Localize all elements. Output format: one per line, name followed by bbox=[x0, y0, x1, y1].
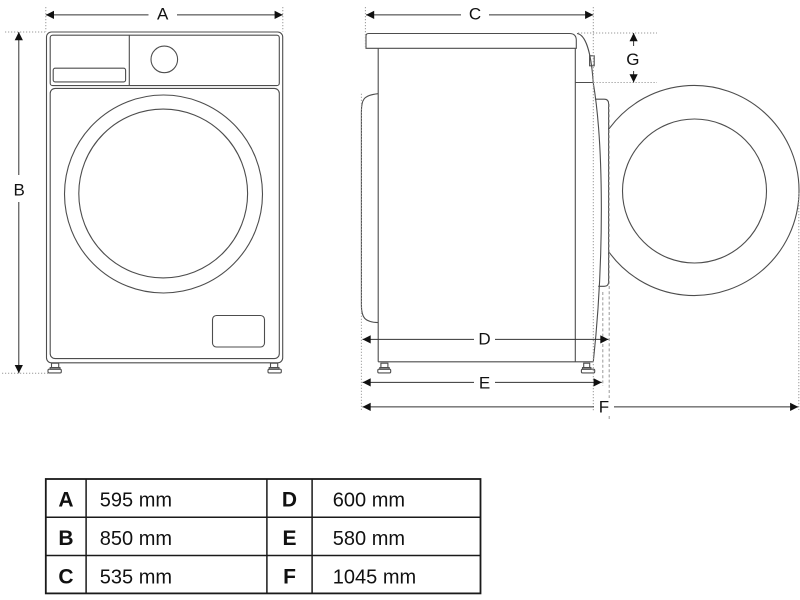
svg-text:A: A bbox=[157, 5, 169, 24]
svg-text:D: D bbox=[478, 330, 490, 349]
svg-text:E: E bbox=[479, 373, 490, 392]
svg-text:580 mm: 580 mm bbox=[333, 528, 405, 550]
svg-text:595 mm: 595 mm bbox=[100, 490, 172, 512]
svg-text:1045 mm: 1045 mm bbox=[333, 566, 416, 588]
svg-text:850 mm: 850 mm bbox=[100, 528, 172, 550]
svg-text:C: C bbox=[58, 565, 73, 588]
svg-text:C: C bbox=[469, 5, 481, 24]
svg-text:F: F bbox=[283, 565, 296, 588]
svg-text:B: B bbox=[58, 527, 73, 550]
svg-text:G: G bbox=[626, 50, 639, 69]
svg-text:535 mm: 535 mm bbox=[100, 566, 172, 588]
svg-text:E: E bbox=[282, 527, 296, 550]
svg-text:F: F bbox=[599, 398, 609, 417]
svg-text:A: A bbox=[58, 489, 73, 512]
svg-text:D: D bbox=[282, 489, 297, 512]
svg-text:B: B bbox=[14, 181, 25, 200]
svg-text:600 mm: 600 mm bbox=[333, 490, 405, 512]
